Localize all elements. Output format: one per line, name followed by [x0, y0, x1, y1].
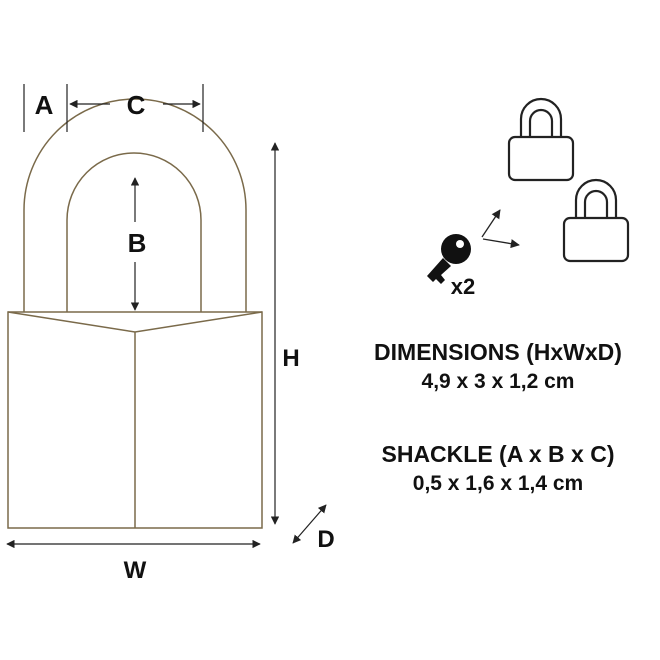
dimensions-title: DIMENSIONS (HxWxD) [374, 339, 622, 365]
label-a: A [35, 90, 54, 120]
padlock-body [7, 311, 263, 529]
dimensions-value: 4,9 x 3 x 1,2 cm [421, 370, 575, 393]
padlock-icon [562, 178, 630, 263]
label-w: W [124, 557, 147, 584]
label-d: D [317, 526, 334, 553]
shackle-title: SHACKLE (A x B x C) [381, 441, 615, 467]
keys-count: x2 [451, 274, 475, 299]
label-b: B [128, 228, 147, 258]
shackle-spec: SHACKLE (A x B x C) 0,5 x 1,6 x 1,4 cm [333, 439, 660, 499]
padlock-icon [507, 97, 575, 182]
arrow-icon [481, 209, 520, 249]
label-c: C [127, 90, 146, 120]
dimension-c [69, 84, 204, 132]
dimension-d [292, 504, 327, 544]
dimensions-spec: DIMENSIONS (HxWxD) 4,9 x 3 x 1,2 cm [333, 337, 660, 397]
label-h: H [282, 345, 299, 372]
padlock-shackle [23, 98, 247, 312]
dimension-a [23, 84, 68, 132]
key-icon [427, 234, 471, 284]
shackle-value: 0,5 x 1,6 x 1,4 cm [412, 472, 584, 495]
